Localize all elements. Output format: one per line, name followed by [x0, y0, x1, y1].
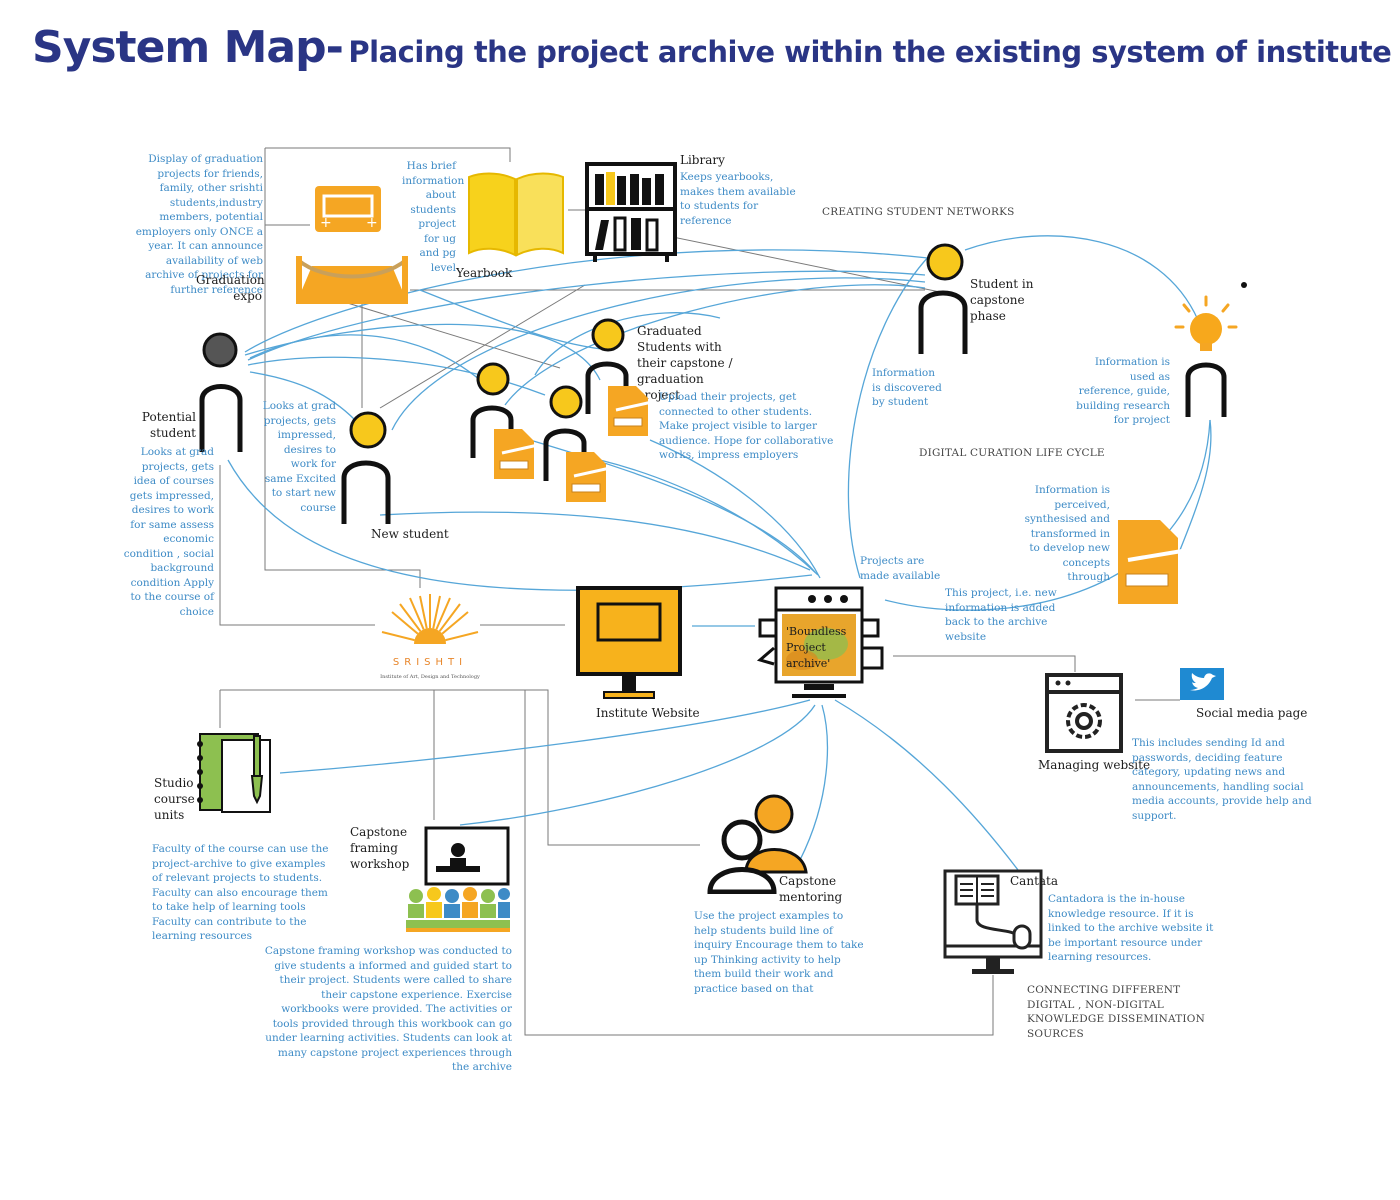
potential-student-description: Looks at grad projects, gets idea of cou…	[123, 446, 214, 618]
new-student-description: Looks at grad projects, gets impressed, …	[262, 400, 336, 514]
curation-cycle-caption: DIGITAL CURATION LIFE CYCLE	[919, 447, 1105, 459]
student-capstone-figure-icon	[918, 243, 968, 354]
yearbook-icon	[468, 172, 564, 257]
projects-made-available-text: Projects are made available	[860, 555, 941, 582]
srishti-tagline: Institute of Art, Design and Technology	[380, 674, 480, 680]
archive-label: 'Boundless Project archive'	[786, 625, 847, 670]
library-label: Library	[680, 153, 725, 167]
mentoring-people-icon	[707, 794, 808, 894]
title-main: System Map-	[32, 22, 344, 73]
marker-dot-icon	[1241, 282, 1247, 288]
studio-units-label: Studio course units	[154, 776, 195, 822]
library-icon	[585, 162, 677, 262]
lightbulb-figure-icon	[1174, 295, 1238, 417]
student-capstone-label: Student in capstone phase	[970, 277, 1034, 323]
library-description: Keeps yearbooks, makes them available to…	[680, 171, 796, 227]
project-document-icon	[608, 386, 653, 436]
title-sub: Placing the project archive within the e…	[348, 35, 1392, 69]
creating-networks-caption: CREATING STUDENT NETWORKS	[822, 206, 1015, 218]
potential-student-figure-icon	[199, 332, 243, 452]
archive-website-icon	[756, 586, 884, 698]
managing-website-description: This includes sending Id and passwords, …	[1132, 737, 1312, 822]
managing-website-label: Managing website	[1038, 758, 1151, 772]
srishti-name: SRISHTI	[392, 657, 468, 668]
capstone-workshop-description: Capstone framing workshop was conducted …	[264, 945, 512, 1073]
potential-student-label: Potential student	[141, 410, 196, 440]
social-media-label: Social media page	[1196, 706, 1308, 720]
workshop-classroom-icon	[406, 826, 510, 932]
graduated-students-description: Upload their projects, get connected to …	[659, 391, 834, 461]
page-title: System Map- Placing the project archive …	[32, 22, 1392, 73]
used-as-reference-text: Information is used as reference, guide,…	[1076, 356, 1170, 426]
connecting-sources-caption: CONNECTING DIFFERENT DIGITAL , NON-DIGIT…	[1027, 984, 1205, 1040]
studio-units-description: Faculty of the course can use the projec…	[152, 843, 329, 942]
institute-website-label: Institute Website	[596, 706, 700, 720]
graduation-expo-label: Graduation expo	[196, 273, 265, 303]
srishti-logo-icon	[381, 594, 479, 654]
cantata-computer-icon	[943, 869, 1043, 974]
new-student-label: New student	[371, 527, 449, 541]
svg-text:+: +	[320, 215, 332, 231]
project-document-icon	[494, 429, 539, 479]
graduation-expo-description: Display of graduation projects for frien…	[135, 153, 263, 296]
new-project-document-icon	[1118, 520, 1189, 604]
institute-website-icon	[576, 586, 682, 699]
cantata-label: Cantata	[1010, 874, 1059, 888]
information-perceived-text: Information is perceived, synthesised an…	[1024, 484, 1110, 583]
twitter-icon	[1180, 668, 1224, 700]
managing-website-icon	[1045, 673, 1123, 753]
cantata-description: Cantadora is the in-house knowledge reso…	[1048, 893, 1214, 963]
svg-text:+: +	[366, 215, 378, 231]
yearbook-description: Has brief information about students pro…	[402, 160, 465, 274]
yearbook-label: Yearbook	[456, 266, 513, 280]
project-document-icon	[566, 452, 611, 502]
graduated-student-figure-icon	[585, 318, 629, 414]
information-added-back-text: This project, i.e. new information is ad…	[945, 587, 1057, 643]
expo-screen-icon: + +	[315, 186, 381, 232]
student-figure-icon	[543, 385, 587, 481]
new-student-figure-icon	[341, 411, 391, 524]
capstone-workshop-label: Capstone framing workshop	[350, 825, 410, 871]
expo-stage-icon	[296, 256, 408, 304]
student-figure-icon	[470, 362, 514, 458]
graduated-students-label: Graduated Students with their capstone /…	[637, 324, 733, 402]
capstone-mentoring-label: Capstone mentoring	[779, 874, 843, 904]
studio-units-icon	[197, 733, 271, 813]
student-capstone-description: Information is discovered by student	[872, 367, 942, 408]
capstone-mentoring-description: Use the project examples to help student…	[694, 910, 864, 995]
